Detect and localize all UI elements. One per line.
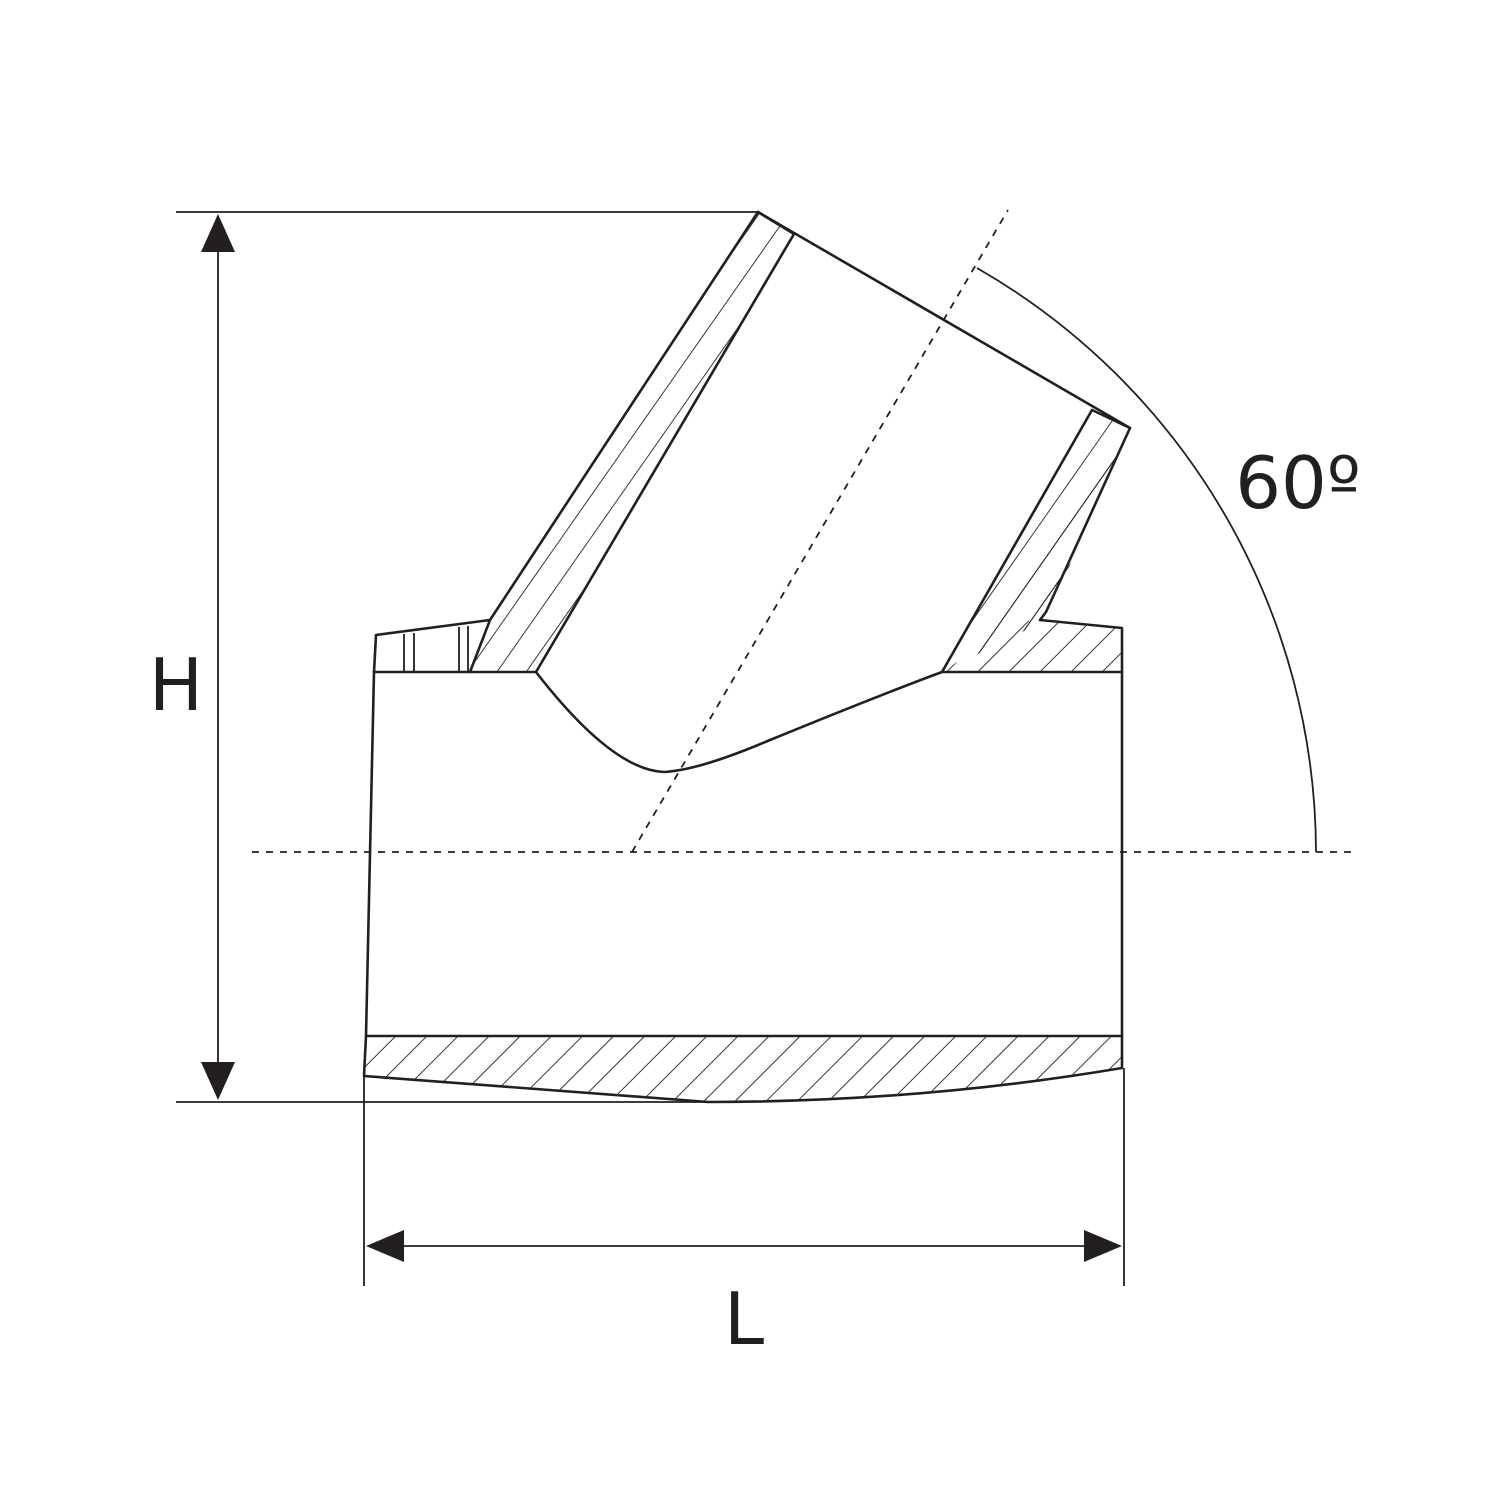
main-pipe-top-wall-right [942, 620, 1122, 672]
length-label: L [724, 1277, 764, 1361]
branch-right-wall [942, 410, 1130, 672]
height-arrow-bottom [201, 1062, 235, 1100]
height-arrow-top [201, 214, 235, 252]
branch-intersection-curve [534, 670, 944, 774]
main-pipe-bottom-wall [364, 1036, 1122, 1102]
branch-left-wall [470, 212, 794, 672]
length-arrow-right [1084, 1230, 1122, 1262]
branch-centerline [631, 209, 1009, 853]
branch-right-neck [942, 428, 1130, 672]
length-arrow-left [366, 1230, 404, 1262]
main-pipe-top-wall-left [372, 618, 492, 674]
main-pipe-top-wall-right-outline [1038, 618, 1124, 674]
main-pipe-body [364, 670, 1124, 1038]
branch-end-face [756, 210, 1132, 430]
main-pipe-bottom-wall-outline [362, 1034, 1124, 1104]
angle-arc [976, 267, 1317, 853]
height-label: H [149, 643, 203, 727]
angle-label: 60º [1235, 441, 1361, 525]
